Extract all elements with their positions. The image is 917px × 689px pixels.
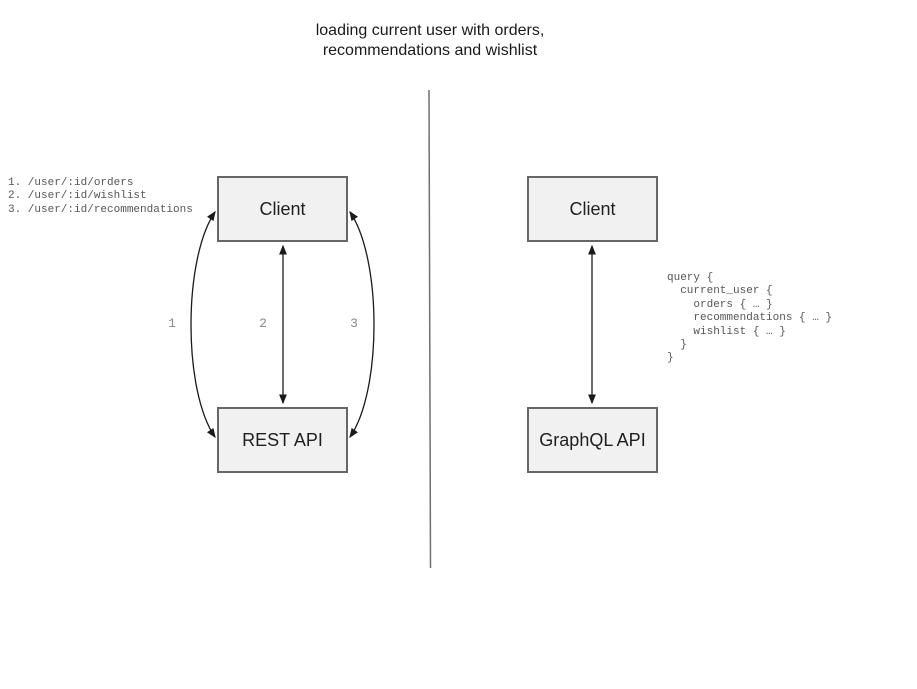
rest-api-box-label: REST API (242, 429, 323, 450)
rest-endpoints-list: 1. /user/:id/orders 2. /user/:id/wishlis… (8, 177, 193, 216)
rest-arrow-1-curve (190, 210, 216, 439)
rest-client-box: Client (217, 176, 348, 242)
rest-arrow-3-curve (349, 210, 375, 439)
divider-line (428, 89, 432, 569)
graphql-client-box: Client (527, 176, 658, 242)
graphql-query-code: query { current_user { orders { … } reco… (667, 272, 833, 365)
arrow-label-2: 2 (259, 316, 267, 331)
graphql-client-box-label: Client (569, 198, 616, 219)
rest-api-box: REST API (217, 407, 348, 473)
graphql-api-box: GraphQL API (527, 407, 658, 473)
arrow-label-1: 1 (168, 316, 176, 331)
graphql-api-box-label: GraphQL API (539, 429, 646, 450)
arrow-label-3: 3 (350, 316, 358, 331)
rest-client-box-label: Client (259, 198, 306, 219)
diagram-title: loading current user with orders, recomm… (315, 22, 545, 59)
